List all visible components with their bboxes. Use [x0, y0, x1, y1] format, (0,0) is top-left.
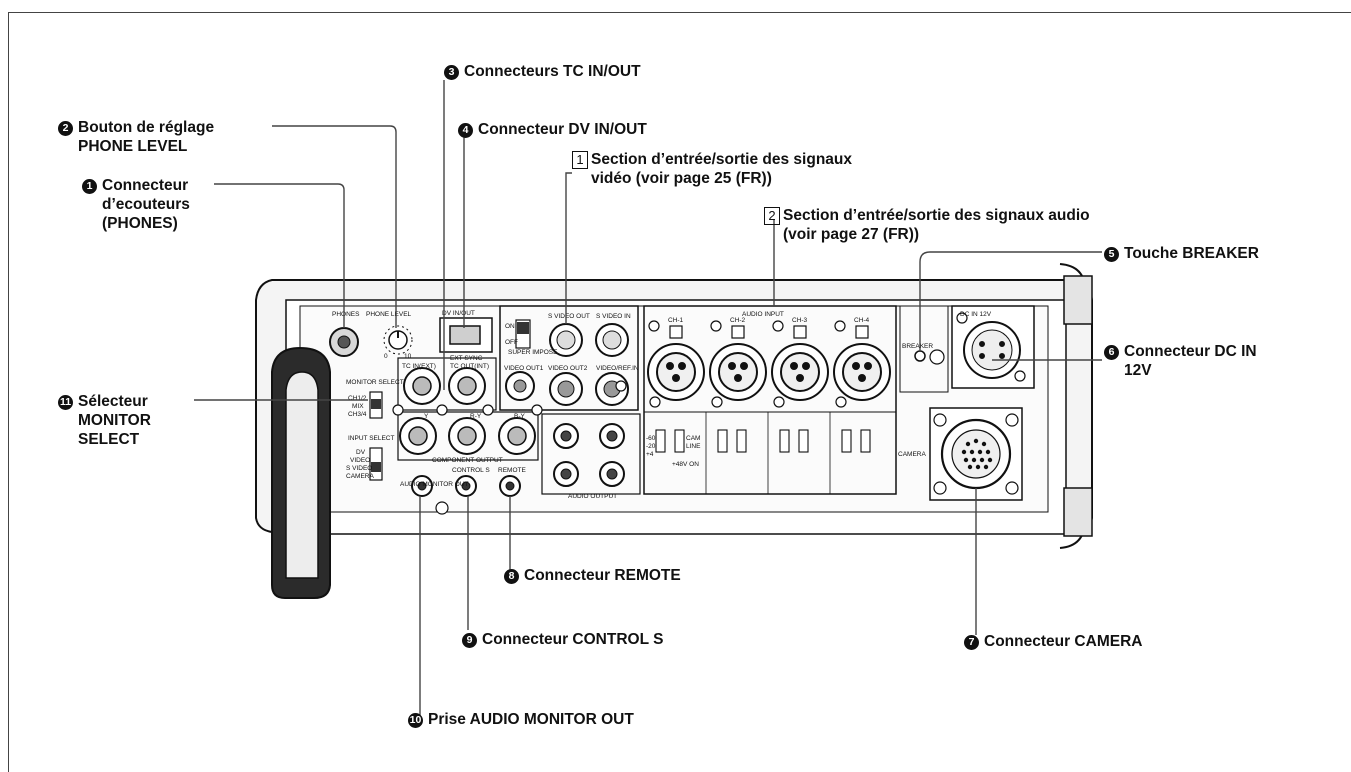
label-ch1: CH-1 — [668, 317, 684, 324]
callout-number-badge: 9 — [462, 633, 477, 648]
label-line: LINE — [686, 443, 701, 450]
callout-number-badge: 3 — [444, 65, 459, 80]
label-m60: -60 — [646, 435, 656, 442]
label-audio-monitor-out: AUDIO MONITOR OUT — [400, 481, 469, 488]
section-number-box: 2 — [764, 207, 780, 225]
label-dial-0: 0 — [384, 353, 388, 360]
label-ext-sync: EXT SYNC — [450, 355, 483, 362]
label-s-video-out: S VIDEO OUT — [548, 313, 590, 320]
label-video: VIDEO — [350, 457, 370, 464]
label-ch2: CH-2 — [730, 317, 746, 324]
label-ch4: CH-4 — [854, 317, 870, 324]
label-input-select: INPUT SELECT — [348, 435, 395, 442]
label-phone-level: PHONE LEVEL — [366, 311, 412, 318]
label-video-out1: VIDEO OUT1 — [504, 365, 544, 372]
callout-number-badge: 4 — [458, 123, 473, 138]
label-m20: -20 — [646, 443, 656, 450]
label-ch12: CH1/2 — [348, 395, 367, 402]
label-y: Y — [424, 413, 429, 420]
label-off: OFF — [505, 339, 518, 346]
label-by: B-Y — [514, 413, 526, 420]
label-video-out2: VIDEO OUT2 — [548, 365, 588, 372]
label-ch34: CH3/4 — [348, 411, 367, 418]
label-super-impose: SUPER IMPOSE — [508, 349, 558, 356]
label-dc-in-12v: DC IN 12V — [960, 311, 992, 318]
label-ry: R-Y — [470, 413, 482, 420]
label-tc-out-int: TC OUT(INT) — [450, 363, 489, 370]
label-camera: CAMERA — [898, 451, 926, 458]
callout-number-badge: 5 — [1104, 247, 1119, 262]
label-remote: REMOTE — [498, 467, 526, 474]
label-cam: CAM — [686, 435, 700, 442]
label-tc-in-ext: TC IN(EXT) — [402, 363, 436, 370]
callout-number-badge: 6 — [1104, 345, 1119, 360]
callout-number-badge: 8 — [504, 569, 519, 584]
label-video-ref-in: VIDEO/REF.IN — [596, 365, 639, 372]
label-s-video-in: S VIDEO IN — [596, 313, 631, 320]
callout-number-badge: 7 — [964, 635, 979, 650]
label-mix: MIX — [352, 403, 364, 410]
label-on: ON — [505, 323, 515, 330]
label-component-output: COMPONENT OUTPUT — [432, 457, 503, 464]
label-p4: +4 — [646, 451, 654, 458]
label-audio-output: AUDIO OUTPUT — [568, 493, 617, 500]
label-dial-10: 10 — [404, 353, 412, 360]
label-breaker: BREAKER — [902, 343, 933, 350]
label-audio-input: AUDIO INPUT — [742, 311, 784, 318]
label-dv: DV — [356, 449, 366, 456]
label-camera-select: CAMERA — [346, 473, 374, 480]
section-number-box: 1 — [572, 151, 588, 169]
callout-number-badge: 1 — [82, 179, 97, 194]
label-ch3: CH-3 — [792, 317, 808, 324]
label-phones: PHONES — [332, 311, 360, 318]
callout-number-badge: 10 — [408, 713, 423, 728]
label-monitor-select: MONITOR SELECT — [346, 379, 404, 386]
callout-number-badge: 2 — [58, 121, 73, 136]
label-control-s: CONTROL S — [452, 467, 490, 474]
label-s-video: S VIDEO — [346, 465, 372, 472]
label-48v: +48V ON — [672, 461, 699, 468]
callout-number-badge: 11 — [58, 395, 73, 410]
label-dv-in-out: DV IN/OUT — [442, 310, 475, 317]
